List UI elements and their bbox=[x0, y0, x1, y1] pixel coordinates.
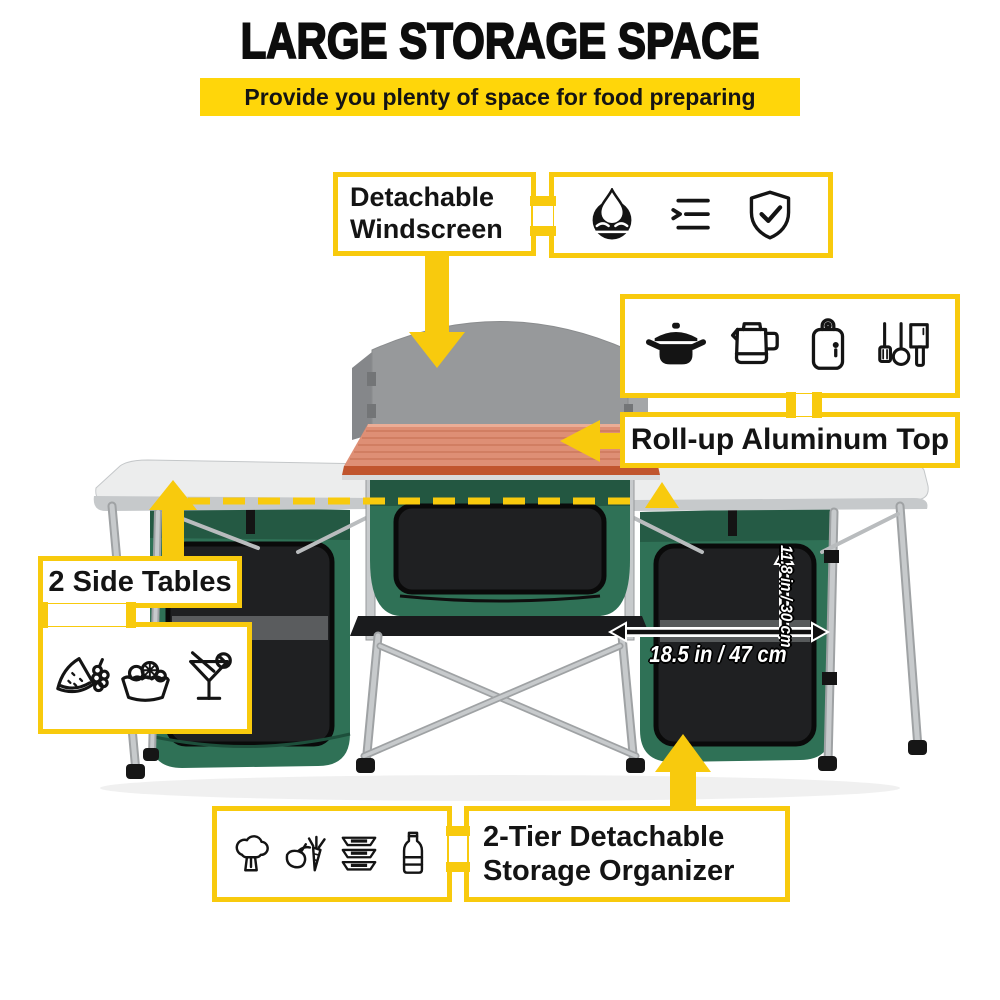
connector-gap bbox=[796, 394, 812, 416]
right-side-table bbox=[627, 458, 929, 511]
connector-bar bbox=[446, 862, 470, 872]
connector-bar bbox=[530, 226, 556, 236]
connector-bar bbox=[126, 602, 136, 628]
windscreen-label-line1: Detachable bbox=[350, 182, 495, 213]
bottle-icon bbox=[402, 831, 424, 874]
callout-box-organizer: 2-Tier Detachable Storage Organizer bbox=[464, 806, 790, 902]
right-table-legs bbox=[628, 501, 927, 771]
callout-box-rollup-top: Roll-up Aluminum Top bbox=[620, 412, 960, 468]
callout-box-side-tables: 2 Side Tables bbox=[38, 556, 242, 608]
cocktail-icon bbox=[188, 651, 232, 700]
callout-box-windscreen: Detachable Windscreen bbox=[333, 172, 536, 256]
connector-gap bbox=[449, 836, 467, 862]
connector-bar bbox=[812, 392, 822, 418]
kettle-icon bbox=[730, 322, 779, 365]
rollup-top-label: Roll-up Aluminum Top bbox=[630, 423, 950, 457]
middle-cabinet bbox=[350, 427, 650, 773]
subtitle-banner: Provide you plenty of space for food pre… bbox=[200, 78, 800, 116]
water-drop-icon bbox=[592, 188, 632, 240]
height-dimension-label: 11.8 in / 30 cm bbox=[777, 545, 796, 648]
connector-bar bbox=[38, 602, 48, 628]
vegetables-icon bbox=[285, 835, 326, 872]
organizer-arrow bbox=[655, 734, 711, 810]
connector-gap bbox=[533, 206, 553, 226]
subtitle-text: Provide you plenty of space for food pre… bbox=[244, 83, 756, 110]
storage-icons-box bbox=[212, 806, 452, 902]
food-prep-icons-box bbox=[38, 622, 252, 734]
food-trays-icon bbox=[341, 836, 377, 871]
feature-icons-box bbox=[549, 172, 833, 258]
page-title: LARGE STORAGE SPACE bbox=[240, 12, 761, 70]
connector-bar bbox=[786, 392, 796, 418]
cutting-board-icon bbox=[811, 318, 845, 370]
watermelon-icon bbox=[55, 657, 110, 694]
shield-check-icon bbox=[749, 190, 791, 240]
organizer-label-line2: Storage Organizer bbox=[483, 855, 735, 887]
connector-bar bbox=[446, 826, 470, 836]
fruit-bowl-icon bbox=[121, 660, 170, 702]
kitchen-utensils-icon bbox=[878, 322, 929, 367]
checklist-icon bbox=[671, 198, 710, 230]
side-tables-arrow bbox=[149, 480, 197, 558]
rollup-top-arrow bbox=[560, 420, 624, 462]
windscreen-arrow bbox=[409, 254, 465, 368]
dashed-line-arrowhead bbox=[645, 482, 679, 508]
windscreen-label-line2: Windscreen bbox=[350, 214, 503, 244]
connector-gap bbox=[48, 604, 126, 626]
ground-shadow bbox=[100, 775, 900, 801]
cookware-icons-box bbox=[620, 294, 960, 398]
pot-icon bbox=[645, 322, 707, 365]
width-dimension-arrow bbox=[607, 621, 831, 643]
connector-bar bbox=[530, 196, 556, 206]
broccoli-icon bbox=[235, 835, 269, 872]
width-dimension-label: 18.5 in / 47 cm bbox=[649, 641, 787, 667]
organizer-label-line1: 2-Tier Detachable bbox=[483, 820, 725, 853]
side-tables-label: 2 Side Tables bbox=[48, 565, 232, 598]
